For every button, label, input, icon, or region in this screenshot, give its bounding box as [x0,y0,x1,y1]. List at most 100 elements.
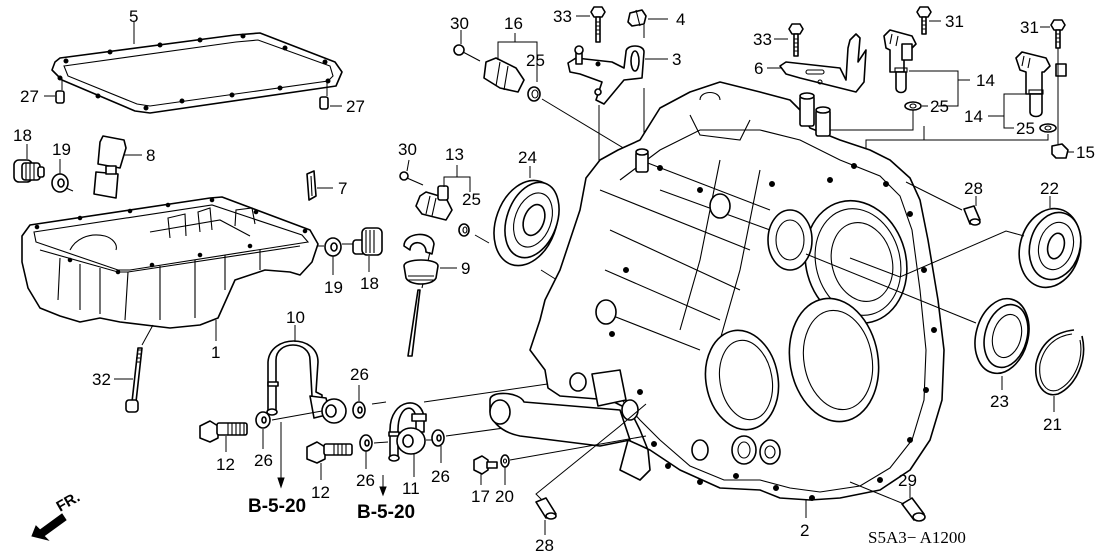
part-9-dipstick[interactable] [403,233,439,357]
part-31-bolt-b[interactable] [1050,19,1066,49]
callout-18-right[interactable]: 18 [360,274,379,293]
cross-ref-b-5-20-b[interactable]: B-5-20 [357,502,415,523]
part-23-roller-bearing[interactable] [967,293,1037,380]
part-24-oil-seal[interactable] [483,171,569,274]
callout-2[interactable]: 2 [800,521,809,540]
part-21-snap-ring[interactable] [1034,329,1085,396]
callout-15[interactable]: 15 [1076,143,1095,162]
callout-7[interactable]: 7 [338,179,347,198]
part-8-filter[interactable] [93,135,127,199]
part-25-oring-right-b[interactable] [1039,123,1057,133]
part-29-dowel[interactable] [901,497,926,522]
callout-12-b[interactable]: 12 [311,483,330,502]
callout-31-b[interactable]: 31 [1020,18,1039,37]
callout-31-a[interactable]: 31 [945,12,964,31]
callout-26-a[interactable]: 26 [350,365,369,384]
callout-28-bottom[interactable]: 28 [535,536,554,553]
callout-8[interactable]: 8 [146,146,155,165]
callout-29[interactable]: 29 [898,471,917,490]
part-1-oil-pan[interactable] [21,196,319,329]
part-15-clip[interactable] [1051,143,1069,159]
part-26-washer-c[interactable] [359,434,373,452]
callout-18-left[interactable]: 18 [13,126,32,145]
callout-5[interactable]: 5 [129,7,138,26]
part-30-bolt-top[interactable] [453,44,481,62]
part-20-washer[interactable] [500,454,510,468]
callout-14-b[interactable]: 14 [964,107,983,126]
part-28-dowel-bottom[interactable] [535,497,557,520]
callout-33-right[interactable]: 33 [753,30,772,49]
part-33-bolt-top[interactable] [590,6,606,43]
diagram-code: S5A3− A1200 [868,528,966,547]
part-25-oring-top[interactable] [527,86,541,102]
callout-24[interactable]: 24 [518,148,537,167]
part-11-cooler-line[interactable] [388,402,427,462]
callout-30-top[interactable]: 30 [450,14,469,33]
part-27-dowel-left[interactable] [55,90,65,104]
callout-21[interactable]: 21 [1043,415,1062,434]
callout-9[interactable]: 9 [461,259,470,278]
callout-27-left[interactable]: 27 [20,87,39,106]
part-31-bolt-a[interactable] [916,6,932,35]
part-12-banjo-bolt-b[interactable] [306,441,353,464]
callout-12-a[interactable]: 12 [216,455,235,474]
callout-30-mid[interactable]: 30 [398,140,417,159]
callout-14-a[interactable]: 14 [976,71,995,90]
callout-25-right-b[interactable]: 25 [1016,119,1035,138]
part-13-sensor[interactable] [415,185,453,221]
callout-26-c[interactable]: 26 [356,471,375,490]
callout-17[interactable]: 17 [471,487,490,506]
part-2-transmission-housing[interactable] [489,81,945,501]
callout-13[interactable]: 13 [445,145,464,164]
callout-16[interactable]: 16 [504,14,523,33]
part-32-bolt[interactable] [125,347,143,413]
part-30-bolt-mid[interactable] [399,171,424,186]
part-4-breather[interactable] [627,9,647,27]
part-22-ball-bearing[interactable] [1011,202,1090,295]
callout-10[interactable]: 10 [286,308,305,327]
part-18-drain-plug-left[interactable] [13,159,45,183]
part-26-washer-a[interactable] [352,401,366,419]
part-18-drain-plug-right[interactable] [352,227,383,256]
part-19-washer-right[interactable] [324,237,342,257]
part-26-washer-d[interactable] [431,429,445,447]
part-25-oring-mid[interactable] [458,223,470,237]
callout-20[interactable]: 20 [495,487,514,506]
part-33-bolt-right[interactable] [788,23,804,57]
callout-27-right[interactable]: 27 [346,97,365,116]
callout-1[interactable]: 1 [211,343,220,362]
callout-19-right[interactable]: 19 [324,278,343,297]
part-26-washer-b[interactable] [255,411,271,429]
callout-28-right[interactable]: 28 [964,179,983,198]
part-14-speed-sensor-b[interactable] [1015,51,1067,118]
front-indicator-label: FR. [54,489,83,516]
callout-25-mid[interactable]: 25 [462,190,481,209]
callout-6[interactable]: 6 [754,59,763,78]
callout-4[interactable]: 4 [676,10,685,29]
callout-3[interactable]: 3 [672,50,681,69]
part-3-bracket[interactable] [567,45,645,105]
callout-23[interactable]: 23 [990,392,1009,411]
part-16-sensor[interactable] [483,57,525,93]
part-28-dowel-right[interactable] [963,205,981,226]
callout-22[interactable]: 22 [1040,179,1059,198]
part-6-bracket[interactable] [779,33,867,93]
callout-19-left[interactable]: 19 [52,140,71,159]
callout-33-top[interactable]: 33 [553,7,572,26]
callout-25-top[interactable]: 25 [526,51,545,70]
part-7-clip[interactable] [306,170,317,201]
callout-26-d[interactable]: 26 [431,467,450,486]
part-14-speed-sensor-a[interactable] [883,29,917,94]
callout-32[interactable]: 32 [92,370,111,389]
part-5-gasket[interactable] [51,32,343,114]
cross-ref-b-5-20-a[interactable]: B-5-20 [248,496,306,517]
part-25-oring-right-a[interactable] [904,101,922,111]
callout-25-right-a[interactable]: 25 [930,97,949,116]
part-17-bolt[interactable] [473,455,498,475]
part-12-banjo-bolt-a[interactable] [199,420,248,443]
callout-26-b[interactable]: 26 [254,451,273,470]
part-10-cooler-line[interactable] [266,340,347,424]
part-19-washer-left[interactable] [51,173,69,193]
part-27-dowel-right[interactable] [319,96,329,110]
callout-11[interactable]: 11 [402,479,420,498]
